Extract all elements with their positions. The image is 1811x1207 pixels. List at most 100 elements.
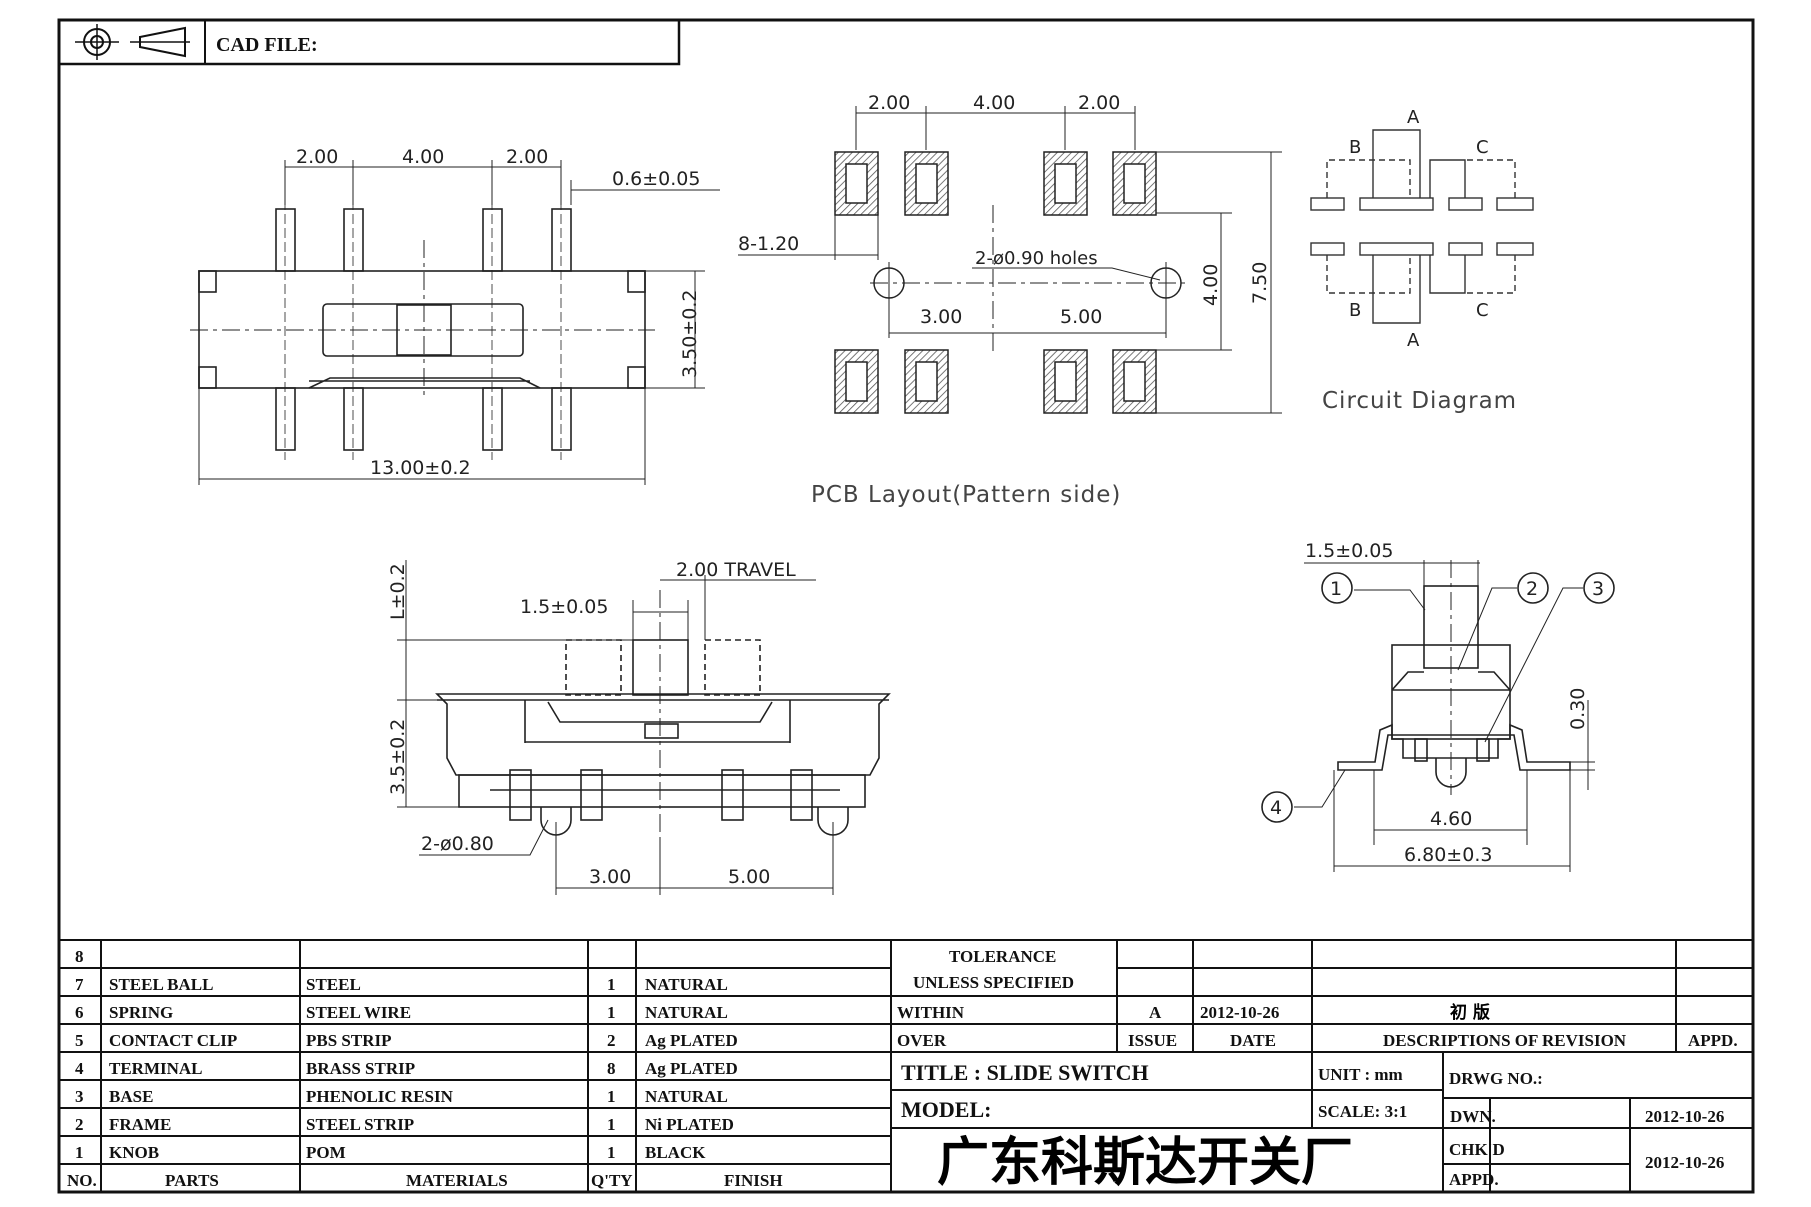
bom-part: CONTACT CLIP [109,1031,237,1050]
revision-desc-label: DESCRIPTIONS OF REVISION [1383,1031,1627,1050]
bom-part: KNOB [109,1143,159,1162]
pcb-dim-pitch-b: 4.00 [973,92,1015,114]
cad-file-label: CAD FILE: [216,34,318,56]
bom-part: SPRING [109,1003,173,1022]
appd-label: APPD. [1449,1170,1499,1189]
bom-finish: BLACK [645,1143,706,1162]
side-dim-travel: 2.00 TRAVEL [676,559,796,581]
bom-material: STEEL [306,975,361,994]
bom-header-finish: FINISH [724,1171,783,1190]
end-dim-knob: 1.5±0.05 [1305,540,1393,562]
chk-label: CHK'D [1449,1140,1505,1159]
date-value: 2012-10-26 [1200,1003,1279,1022]
bom-part: STEEL BALL [109,975,213,994]
end-callout-4: 4 [1270,797,1282,819]
pcb-dim-pitch-c: 2.00 [1078,92,1120,114]
side-dim-x1: 3.00 [589,866,631,888]
bom-finish: NATURAL [645,1087,728,1106]
bom-finish: Ni PLATED [645,1115,734,1134]
bom-no: 2 [75,1115,84,1134]
circuit-label-c-top: C [1476,137,1489,158]
bom-no: 7 [75,975,84,994]
end-callout-2: 2 [1526,578,1538,600]
circuit-label-a-top: A [1407,107,1420,128]
circuit-diagram-caption: Circuit Diagram [1322,388,1517,414]
bom-no: 4 [75,1059,84,1078]
bom-qty: 2 [607,1031,616,1050]
pcb-dim-row-gap: 4.00 [1200,264,1222,306]
bom-no: 8 [75,947,84,966]
bom-row-5: 5 CONTACT CLIP PBS STRIP 2 Ag PLATED [75,1031,738,1050]
bom-material: PHENOLIC RESIN [306,1087,454,1106]
pcb-dim-pads: 8-1.20 [738,233,799,255]
bom-header-parts: PARTS [165,1171,219,1190]
bom-qty: 1 [607,1115,616,1134]
bom-finish: NATURAL [645,975,728,994]
pcb-layout-caption: PCB Layout(Pattern side) [811,482,1121,508]
top-dim-pin-width: 0.6±0.05 [612,168,700,190]
top-dim-height: 3.50±0.2 [679,290,701,378]
end-callout-3: 3 [1592,578,1604,600]
bom-no: 5 [75,1031,84,1050]
circuit-label-c-bot: C [1476,300,1489,321]
bom-no: 6 [75,1003,84,1022]
within-label: WITHIN [897,1003,965,1022]
pcb-dim-hole-x1: 3.00 [920,306,962,328]
scale-label: SCALE: 3:1 [1318,1102,1407,1121]
end-dim-thick: 0.30 [1567,688,1589,730]
projection-target-icon [75,24,119,60]
circuit-label-b-bot: B [1349,300,1361,321]
bom-row-3: 3 BASE PHENOLIC RESIN 1 NATURAL [75,1087,728,1106]
bom-finish: NATURAL [645,1003,728,1022]
end-view [1261,560,1615,872]
bom-row-4: 4 TERMINAL BRASS STRIP 8 Ag PLATED [75,1059,738,1078]
pcb-dim-holes: 2-ø0.90 holes [975,248,1098,269]
top-dim-pitch-b: 4.00 [402,146,444,168]
circuit-diagram [1310,129,1534,324]
side-view [397,560,891,895]
unit-label: UNIT : mm [1318,1065,1403,1084]
header-box: CAD FILE: [57,18,681,66]
bom-part: TERMINAL [109,1059,203,1078]
top-dim-pitch-a: 2.00 [296,146,338,168]
chk-date: 2012-10-26 [1645,1153,1724,1172]
bom-material: STEEL STRIP [306,1115,414,1134]
bom-qty: 1 [607,1143,616,1162]
bom-row-8: 8 [75,947,84,966]
model-label: MODEL: [901,1097,991,1122]
issue-label: ISSUE [1128,1031,1177,1050]
company-name: 广东科斯达开关厂 [937,1133,1353,1193]
bom-part: BASE [109,1087,153,1106]
tolerance-line-1: TOLERANCE [949,947,1056,966]
bom-no: 3 [75,1087,84,1106]
bom-qty: 1 [607,1003,616,1022]
bom-material: POM [306,1143,346,1162]
revision-value: 初 版 [1450,1002,1490,1023]
title-block-grid [890,939,1754,1193]
over-label: OVER [897,1031,947,1050]
side-dim-knob: 1.5±0.05 [520,596,608,618]
issue-value: A [1149,1003,1162,1022]
side-dim-knob-height: L±0.2 [387,563,409,620]
end-dim-outer: 6.80±0.3 [1404,844,1492,866]
tolerance-line-2: UNLESS SPECIFIED [913,973,1074,992]
top-dim-pitch-c: 2.00 [506,146,548,168]
bom-row-2: 2 FRAME STEEL STRIP 1 Ni PLATED [75,1115,734,1134]
bom-no: 1 [75,1143,84,1162]
top-dim-length: 13.00±0.2 [370,457,471,479]
bom-material: BRASS STRIP [306,1059,415,1078]
bom-row-6: 6 SPRING STEEL WIRE 1 NATURAL [75,1003,728,1022]
bom-row-7: 7 STEEL BALL STEEL 1 NATURAL [75,975,728,994]
bom-header-no: NO. [67,1171,97,1190]
bom-finish: Ag PLATED [645,1031,738,1050]
drawing-number-label: DRWG NO.: [1449,1069,1543,1088]
bom-header-materials: MATERIALS [406,1171,508,1190]
bom-header-row: NO. PARTS MATERIALS Q'TY FINISH [67,1171,783,1190]
bom-part: FRAME [109,1115,171,1134]
side-dim-posts: 2-ø0.80 [421,833,494,855]
pcb-dim-pitch-a: 2.00 [868,92,910,114]
bom-header-qty: Q'TY [591,1171,633,1190]
drawing-title: TITLE : SLIDE SWITCH [901,1060,1149,1085]
projection-cone-icon [130,26,190,58]
